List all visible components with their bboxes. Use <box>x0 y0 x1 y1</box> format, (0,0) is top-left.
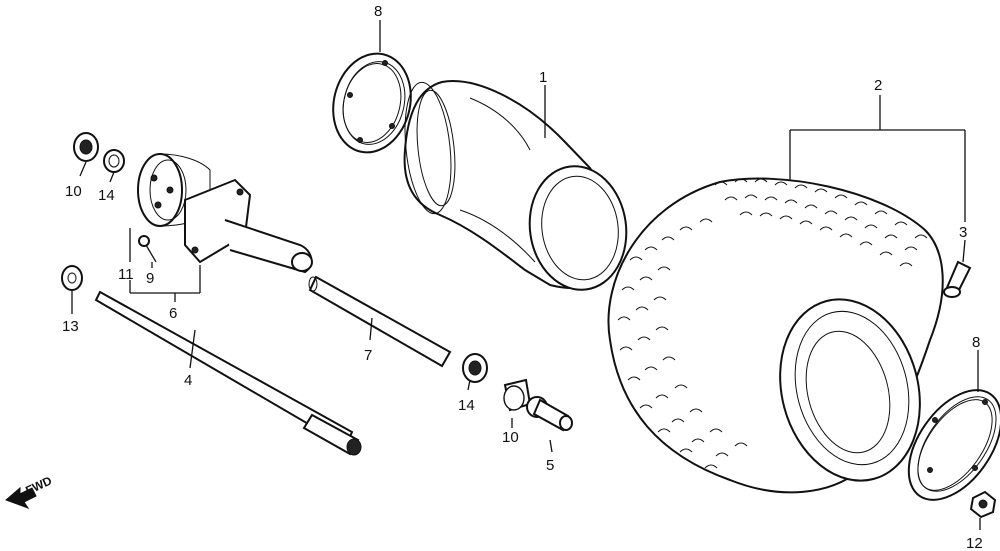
seal-plate-right <box>907 389 1000 501</box>
axle-hub <box>137 153 313 274</box>
tire-tread <box>617 178 928 469</box>
fwd-arrow-icon <box>5 486 37 509</box>
callout-8-top: 8 <box>374 3 382 20</box>
callout-8-right: 8 <box>972 334 980 351</box>
callout-9: 9 <box>146 270 154 287</box>
nut <box>969 490 997 519</box>
oil-seal-mid <box>462 353 488 383</box>
axle-shaft <box>94 290 362 456</box>
callout-10-left: 10 <box>65 183 82 200</box>
collar <box>526 396 573 432</box>
callout-11: 11 <box>118 266 134 283</box>
callout-2: 2 <box>874 77 882 94</box>
callout-7: 7 <box>364 347 372 364</box>
bearing-mid <box>503 378 532 412</box>
wheel-rim <box>403 80 628 291</box>
fwd-indicator: FWD <box>5 473 54 509</box>
callout-13: 13 <box>62 318 79 335</box>
oil-seal-left <box>103 149 125 173</box>
callout-14-mid: 14 <box>458 397 475 414</box>
washer <box>61 265 83 291</box>
callout-1: 1 <box>539 69 547 86</box>
callout-5: 5 <box>546 457 554 474</box>
leader-lines <box>71 20 981 530</box>
bolt <box>138 235 157 263</box>
callout-14-left: 14 <box>98 187 115 204</box>
callout-12: 12 <box>966 535 983 551</box>
valve-stem <box>943 260 972 298</box>
callout-3: 3 <box>959 224 967 241</box>
callout-6: 6 <box>169 305 177 322</box>
fwd-label: FWD <box>23 473 54 497</box>
rear-tire <box>607 177 944 494</box>
callout-4: 4 <box>184 372 192 389</box>
callout-10-mid: 10 <box>502 429 519 446</box>
bearing-left <box>73 132 99 162</box>
callouts: 8 1 2 3 8 12 10 14 11 9 6 13 4 7 14 10 5 <box>62 3 983 551</box>
seal-plate-top <box>332 52 412 154</box>
axle-spacer <box>308 275 452 368</box>
